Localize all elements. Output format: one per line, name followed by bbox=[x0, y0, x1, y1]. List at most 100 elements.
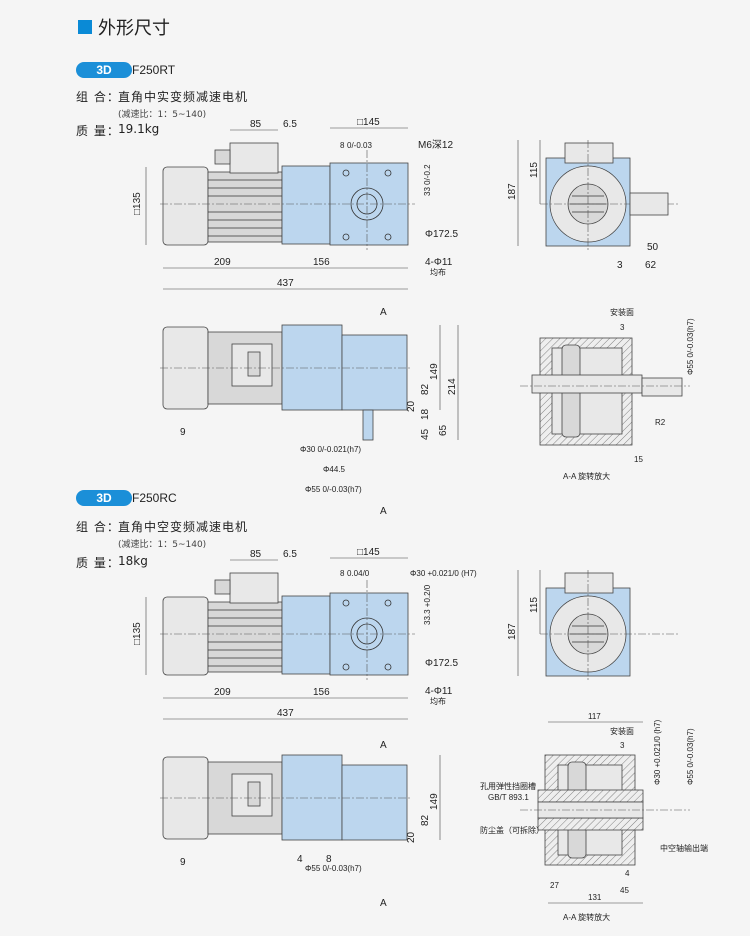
dimension-label: 中空轴输出端 bbox=[660, 843, 708, 853]
dimension-label: 209 bbox=[214, 257, 231, 268]
dimension-label: 9 bbox=[180, 857, 186, 868]
dimension-label: □135 bbox=[132, 192, 143, 215]
dimension-label: 33.3 +0.2/0 bbox=[423, 584, 432, 625]
dimension-label: 15 bbox=[634, 455, 643, 464]
top-view-drawing bbox=[159, 142, 416, 251]
combo-label: 组 合： bbox=[76, 90, 120, 104]
dimension-label: 62 bbox=[645, 260, 657, 271]
dimension-label: 187 bbox=[507, 183, 518, 200]
dimension-label: □135 bbox=[132, 622, 143, 645]
dimension-label: A bbox=[380, 506, 387, 517]
mass-value: 18kg bbox=[118, 554, 148, 568]
dimension-label: 均布 bbox=[430, 696, 446, 706]
combo-label: 组 合： bbox=[76, 520, 120, 534]
dimension-label: 18 bbox=[420, 408, 431, 420]
dimension-label: 20 bbox=[406, 831, 417, 843]
ratio: (减速比：1：5~140) bbox=[118, 110, 207, 120]
dimension-label: Φ55 0/-0.03(h7) bbox=[686, 728, 695, 785]
dimension-label: □145 bbox=[357, 547, 380, 558]
dimension-label: 0/-0.03 bbox=[347, 141, 372, 150]
front-view-drawing bbox=[159, 324, 411, 411]
mass-label: 质 量： bbox=[76, 124, 120, 138]
dimension-label: Φ30 0/-0.021(h7) bbox=[300, 445, 361, 454]
dimension-label: Φ55 0/-0.03(h7) bbox=[305, 864, 362, 873]
front-view-drawing bbox=[159, 754, 411, 841]
dimension-label: 安装面 bbox=[610, 726, 634, 736]
dimension-label: 50 bbox=[647, 242, 659, 253]
section-aa-drawing bbox=[520, 754, 690, 866]
dimension-label: Φ30 +0.021/0 (H7) bbox=[410, 569, 477, 578]
dimension-label: Φ172.5 bbox=[425, 658, 458, 669]
dimension-label: GB/T 893.1 bbox=[488, 793, 529, 802]
dimension-label: 8 bbox=[326, 854, 332, 865]
dimension-label: 115 bbox=[529, 162, 540, 178]
top-view-drawing bbox=[159, 572, 416, 681]
dimension-label: 65 bbox=[438, 424, 449, 436]
dimension-label: 156 bbox=[313, 687, 330, 698]
dimension-label: 均布 bbox=[430, 267, 446, 277]
dimension-label: Φ44.5 bbox=[323, 465, 346, 474]
dimension-label: Φ55 0/-0.03(h7) bbox=[305, 485, 362, 494]
dimension-label: Φ172.5 bbox=[425, 229, 458, 240]
dimension-label: 4-Φ11 bbox=[425, 257, 453, 268]
dimension-label: 45 bbox=[620, 886, 629, 895]
dimension-label: 4-Φ11 bbox=[425, 686, 453, 697]
dimension-label: 孔用弹性挡圈槽 bbox=[480, 781, 536, 791]
model-name: F250RC bbox=[132, 491, 177, 505]
dimension-label: A-A 旋转放大 bbox=[563, 471, 610, 481]
combo-value: 直角中实变频减速电机 bbox=[118, 90, 249, 104]
ratio: (减速比：1：5~140) bbox=[118, 540, 207, 550]
dimension-label: 85 bbox=[250, 549, 262, 560]
3d-badge[interactable]: 3D bbox=[76, 490, 132, 506]
dimension-label: 131 bbox=[588, 893, 602, 902]
page-title: 外形尺寸 bbox=[98, 18, 170, 39]
combo-value: 直角中空变频减速电机 bbox=[118, 520, 249, 534]
dimension-label: 6.5 bbox=[283, 549, 297, 560]
dimension-labels: 85 6.5 □145 8 0.04/0 Φ30 +0.021/0 (H7) 3… bbox=[132, 547, 708, 922]
dimension-label: Φ30 +0.021/0 (h7) bbox=[653, 719, 662, 785]
dimension-label: A bbox=[380, 898, 387, 909]
dimension-label: 4 bbox=[297, 854, 303, 865]
dimension-label: 8 bbox=[340, 141, 345, 150]
dimension-label: 156 bbox=[313, 257, 330, 268]
dimension-label: M6深12 bbox=[418, 139, 453, 151]
dimension-label: A bbox=[380, 740, 387, 751]
dimension-label: 149 bbox=[429, 363, 440, 380]
dimension-label: 214 bbox=[447, 378, 458, 395]
dimension-label: 117 bbox=[588, 712, 601, 721]
dimension-label: 187 bbox=[507, 623, 518, 640]
end-view-drawing bbox=[539, 569, 681, 683]
dimension-label: 9 bbox=[180, 427, 186, 438]
dimension-label: 4 bbox=[625, 869, 630, 878]
dimension-label: 149 bbox=[429, 793, 440, 810]
dimension-labels: 85 6.5 □145 8 0/-0.03 M6深12 33 0/-0.2 □1… bbox=[132, 117, 695, 517]
section-aa-drawing bbox=[520, 337, 690, 446]
dimension-label: 33 0/-0.2 bbox=[423, 164, 432, 196]
dimension-label: 115 bbox=[529, 597, 540, 613]
dimension-label: 6.5 bbox=[283, 119, 297, 130]
dimension-label: 45 bbox=[420, 428, 431, 440]
dimension-label: 20 bbox=[406, 400, 417, 412]
dimension-label: 82 bbox=[420, 814, 431, 826]
dimension-label: 3 bbox=[620, 323, 625, 332]
dimension-label: □145 bbox=[357, 117, 380, 128]
3d-badge[interactable]: 3D bbox=[76, 62, 132, 78]
dimension-label: 8 bbox=[340, 569, 345, 578]
dimension-label: 209 bbox=[214, 687, 231, 698]
dimension-label: 82 bbox=[420, 383, 431, 395]
dimension-label: A-A 旋转放大 bbox=[563, 912, 610, 922]
dimension-label: A bbox=[380, 307, 387, 318]
dimension-label: 防尘盖（可拆除） bbox=[480, 825, 544, 835]
dimension-label: 3 bbox=[617, 260, 623, 271]
dimension-label: 0.04/0 bbox=[347, 569, 370, 578]
dimension-label: 27 bbox=[550, 881, 559, 890]
dimension-label: 3 bbox=[620, 741, 625, 750]
dimension-label: 安装面 bbox=[610, 307, 634, 317]
mass-value: 19.1kg bbox=[118, 122, 160, 136]
dimension-label: 85 bbox=[250, 119, 262, 130]
dimension-label: R2 bbox=[655, 418, 666, 427]
mass-label: 质 量： bbox=[76, 556, 120, 570]
title-marker-icon bbox=[78, 20, 92, 34]
